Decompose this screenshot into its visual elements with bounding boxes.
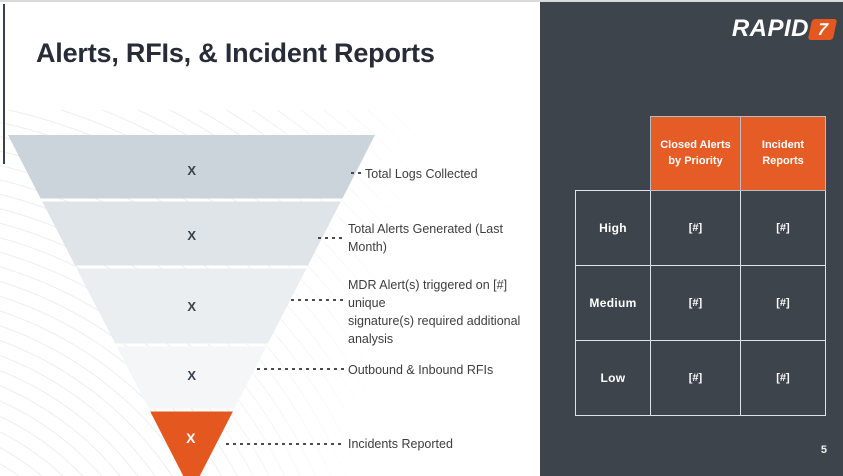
left-edge-line xyxy=(3,4,5,164)
cell-medium-closed-alerts: [#] xyxy=(650,265,741,341)
page-number: 5 xyxy=(820,444,827,456)
leader-line-5 xyxy=(226,443,345,445)
table-row-medium: Medium [#] [#] xyxy=(575,265,826,341)
leader-line-1 xyxy=(351,172,364,174)
funnel-diagram: X X X X X xyxy=(8,135,375,476)
table-header-row: Closed Alerts by Priority Incident Repor… xyxy=(576,116,826,191)
cell-low-incident-reports: [#] xyxy=(740,340,826,416)
leader-line-4 xyxy=(257,368,346,370)
slide-title: Alerts, RFIs, & Incident Reports xyxy=(36,38,435,68)
top-border-line xyxy=(0,0,843,2)
row-label-medium: Medium xyxy=(575,265,651,341)
funnel-label-total-alerts: Total Alerts Generated (Last Month) xyxy=(348,222,503,254)
cell-medium-incident-reports: [#] xyxy=(740,265,826,341)
funnel-band-1 xyxy=(8,135,375,199)
funnel-label-incidents: Incidents Reported xyxy=(348,437,453,451)
funnel-tip xyxy=(150,411,233,476)
column-header-closed-alerts: Closed Alerts by Priority xyxy=(650,116,741,191)
funnel-value-5: X xyxy=(186,430,196,446)
funnel-value-2: X xyxy=(187,228,196,243)
funnel-value-1: X xyxy=(187,163,196,178)
funnel-band-3 xyxy=(76,268,307,344)
cell-high-incident-reports: [#] xyxy=(740,190,826,266)
leader-line-2 xyxy=(318,237,346,239)
alerts-table: Closed Alerts by Priority Incident Repor… xyxy=(575,116,826,416)
right-panel: RAPID 7 Closed Alerts by Priority Incide… xyxy=(540,0,843,476)
row-label-low: Low xyxy=(575,340,651,416)
logo-seven-digit: 7 xyxy=(816,19,829,38)
table-corner-blank xyxy=(576,117,651,191)
funnel-label-mdr-alerts: MDR Alert(s) triggered on [#] unique sig… xyxy=(348,278,521,346)
cell-low-closed-alerts: [#] xyxy=(650,340,741,416)
row-label-high: High xyxy=(575,190,651,266)
funnel-band-2 xyxy=(42,201,341,266)
table-row-high: High [#] [#] xyxy=(575,190,826,266)
funnel-value-3: X xyxy=(187,299,196,314)
rapid7-logo: RAPID 7 xyxy=(731,15,838,43)
funnel-band-4 xyxy=(116,346,267,409)
funnel-label-total-logs: Total Logs Collected xyxy=(365,167,478,181)
table-row-low: Low [#] [#] xyxy=(575,340,826,416)
funnel-value-4: X xyxy=(187,368,196,383)
funnel-label-rfis: Outbound & Inbound RFIs xyxy=(348,363,494,377)
logo-text: RAPID xyxy=(731,15,809,42)
logo-seven-badge: 7 xyxy=(807,18,838,40)
leader-line-3 xyxy=(291,299,346,301)
column-header-incident-reports: Incident Reports xyxy=(740,116,826,191)
cell-high-closed-alerts: [#] xyxy=(650,190,741,266)
